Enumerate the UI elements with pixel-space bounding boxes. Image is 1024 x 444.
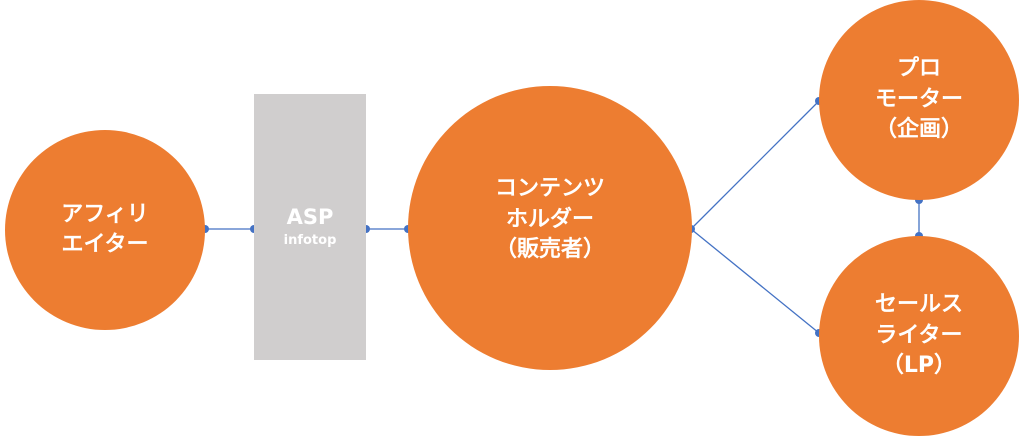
node-promoter: プロ モーター （企画） (819, 0, 1019, 200)
node-content-holder: コンテンツ ホルダー （販売者） (408, 86, 692, 370)
connector-holder-promoter (690, 100, 820, 230)
node-affiliator-label: アフィリ エイター (61, 201, 149, 257)
node-asp-subtitle: infotop (283, 233, 337, 249)
node-asp: ASP infotop (254, 94, 366, 360)
connector-holder-writer (690, 228, 820, 334)
node-sales-writer-label: セールス ライター （LP） (874, 292, 963, 379)
node-promoter-label: プロ モーター （企画） (874, 56, 963, 143)
node-asp-title: ASP (286, 204, 334, 229)
node-affiliator: アフィリ エイター (5, 130, 205, 330)
node-content-holder-label: コンテンツ ホルダー （販売者） (494, 176, 605, 263)
node-sales-writer: セールス ライター （LP） (819, 236, 1019, 436)
